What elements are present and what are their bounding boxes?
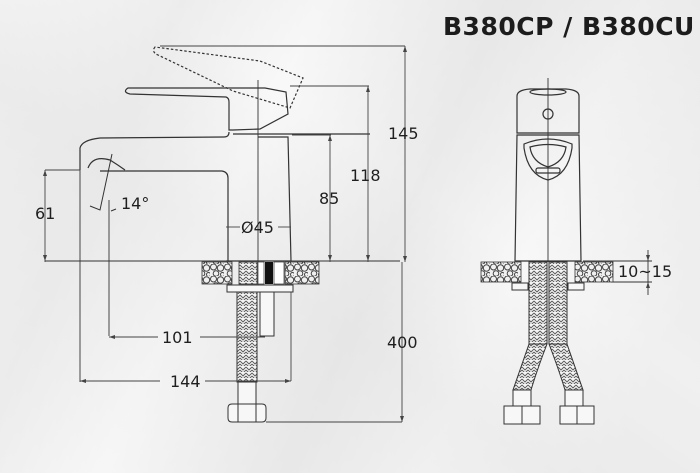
lever-outline	[124, 87, 289, 131]
dim-counter-thickness: 10~15	[618, 262, 672, 281]
counter-section-right	[284, 261, 320, 285]
model-title: B380CP / B380CU	[443, 12, 695, 41]
raised-lever-outline	[152, 46, 304, 109]
spout-outline	[79, 131, 230, 170]
side-view	[45, 46, 400, 382]
hose-nut-front-right	[559, 405, 595, 425]
counter-section-front-left	[480, 261, 522, 283]
counter-section-left	[201, 261, 233, 285]
hose-nut-side	[227, 403, 267, 423]
dim-61: 61	[35, 204, 55, 223]
counter-section-front-right	[574, 261, 614, 283]
front-lever-cap	[516, 88, 580, 134]
dim-144: 144	[170, 372, 201, 391]
front-body	[514, 134, 582, 262]
braided-hose-front-left	[528, 261, 548, 345]
braided-hose-front-right	[548, 261, 568, 345]
front-view	[514, 78, 652, 295]
dim-400: 400	[387, 333, 418, 352]
faucet-body	[226, 136, 292, 262]
hose-nut-front-left	[503, 405, 541, 425]
dim-145: 145	[388, 124, 419, 143]
dim-85: 85	[319, 189, 339, 208]
dim-14deg: 14°	[121, 194, 149, 213]
dim-118: 118	[350, 166, 381, 185]
dim-diameter-45: Ø45	[241, 218, 274, 237]
dim-101: 101	[162, 328, 193, 347]
